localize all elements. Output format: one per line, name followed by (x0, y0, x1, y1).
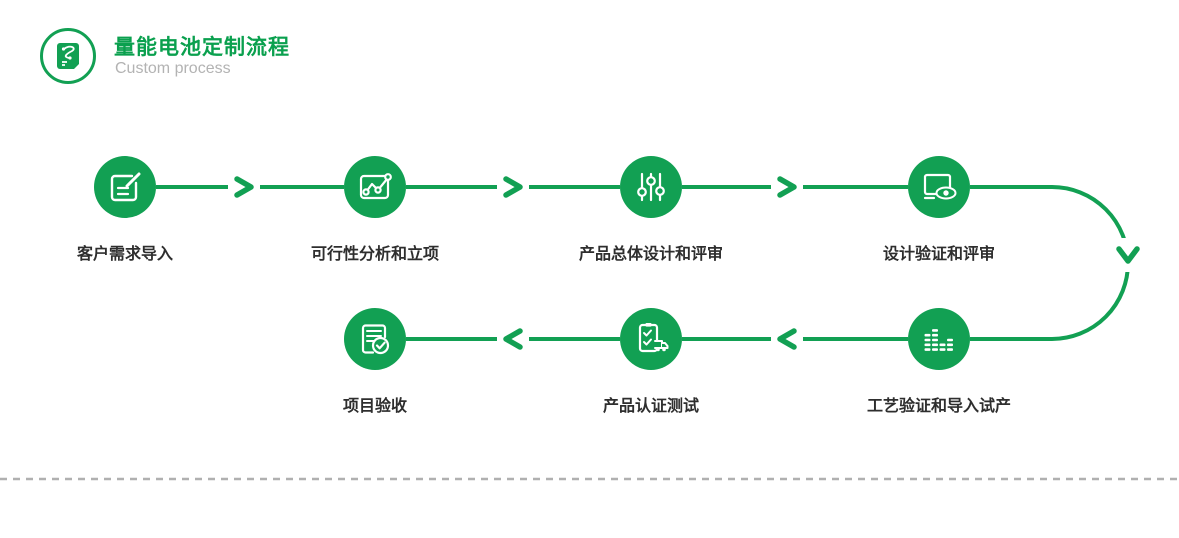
arrow-right-icon (234, 176, 254, 198)
edit-document-icon (110, 172, 141, 202)
arrow-left-icon (777, 328, 797, 350)
header-badge (40, 28, 96, 84)
analytics-chart-icon (359, 173, 392, 200)
certification-test-icon (638, 323, 669, 353)
flow-step-circle (620, 308, 682, 370)
flow-step-label: 可行性分析和立项 (310, 246, 439, 263)
arrow-right-icon (503, 176, 523, 198)
equalizer-bars-icon (924, 329, 953, 351)
flow-step-label: 产品认证测试 (602, 398, 699, 415)
flow-step-circle (908, 156, 970, 218)
flow-step-label: 客户需求导入 (76, 246, 173, 263)
page-subtitle: Custom process (115, 60, 231, 77)
arrow-right-icon (777, 176, 797, 198)
document-approved-icon (361, 324, 390, 355)
sliders-icon (637, 172, 665, 202)
process-flow-document-icon (57, 43, 79, 69)
page-title: 量能电池定制流程 (114, 36, 290, 59)
flow-step-circle (620, 156, 682, 218)
arrow-down-icon (1116, 246, 1140, 264)
arrow-left-icon (503, 328, 523, 350)
flow-step-circle (94, 156, 156, 218)
flow-step-circle (344, 156, 406, 218)
flow-step-circle (344, 308, 406, 370)
flow-step-label: 设计验证和评审 (882, 246, 995, 263)
monitor-review-icon (923, 173, 957, 200)
flow-step-label: 产品总体设计和评审 (578, 246, 723, 263)
flow-step-label: 项目验收 (342, 398, 407, 415)
flow-step-label: 工艺验证和导入试产 (866, 398, 1011, 415)
flow-step-circle (908, 308, 970, 370)
